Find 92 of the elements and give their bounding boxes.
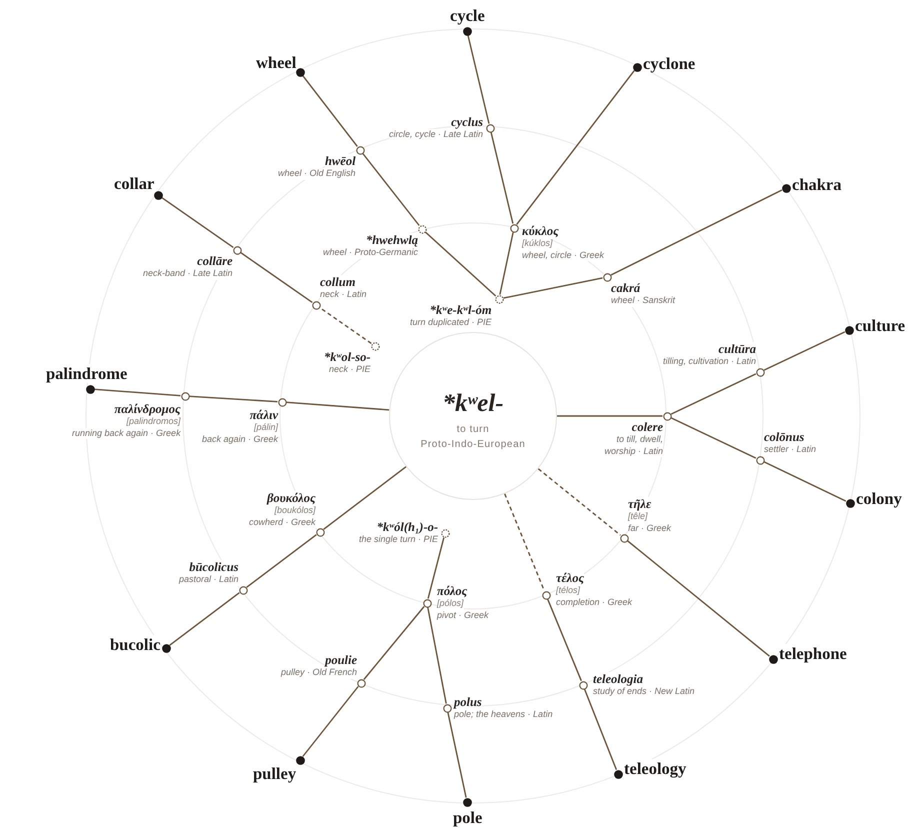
modern-word: telephone (779, 644, 847, 663)
modern-word: palindrome (46, 364, 128, 383)
dashed-connector-line (504, 494, 545, 592)
meaning-text: to turn (456, 422, 490, 436)
headword: *kʷól(h₁)-o- (376, 520, 438, 534)
connector-line (503, 277, 603, 299)
gloss-text: circle, cycle · Late Latin (389, 129, 484, 140)
headword: *kʷe-kʷl-óm (430, 303, 492, 317)
connector-line (362, 153, 420, 226)
modern-word: teleology (624, 759, 686, 778)
headword: παλίνδρομος (114, 402, 181, 416)
gloss-text: far · Greek (628, 522, 672, 534)
root-headword: *kʷel- (442, 388, 504, 418)
connector-line (670, 417, 756, 459)
transliteration: [kúklos] (522, 238, 553, 250)
gloss-text: pulley · Old French (281, 667, 358, 678)
headword: *hwehwlą (366, 233, 418, 247)
headword: colere (632, 420, 663, 434)
headword: βουκόλος (266, 491, 316, 505)
gloss-text: completion · Greek (556, 596, 632, 608)
connector-line (557, 415, 662, 417)
connector-line (547, 598, 582, 682)
transliteration: [pólos] (437, 598, 464, 610)
connector-line (363, 606, 425, 680)
gloss-text: neck · Latin (320, 289, 367, 300)
headword: poulie (325, 653, 358, 667)
connector-line (610, 189, 782, 276)
connector-line (670, 373, 756, 415)
transliteration: [palindromos] (126, 416, 181, 428)
headword: τῆλε (628, 497, 652, 511)
gloss-text: wheel · Old English (278, 168, 356, 180)
dashed-connector-line (538, 468, 621, 536)
connector-line (246, 534, 317, 588)
gloss-text: study of ends · New Latin (593, 686, 695, 698)
gloss-text: pastoral · Latin (179, 574, 239, 586)
gloss-text: settler · Latin (764, 444, 816, 456)
gloss-text: cowherd · Greek (249, 516, 316, 528)
connector-line (189, 396, 278, 402)
gloss-text: neck · PIE (329, 364, 371, 376)
language-text: Proto-Indo-European (420, 438, 526, 452)
root-circle (389, 332, 557, 500)
headword: būcolicus (189, 560, 239, 574)
connector-line (467, 35, 490, 124)
connector-line (240, 252, 313, 303)
gloss-text: wheel, circle · Greek (522, 250, 604, 261)
connector-line (302, 75, 358, 147)
connector-line (302, 686, 359, 757)
headword: *kʷol-so- (324, 350, 371, 364)
connector-line (516, 70, 635, 225)
dashed-connector-line (319, 307, 372, 344)
gloss-text: wheel · Proto-Germanic (323, 247, 418, 258)
headword: κύκλος (522, 224, 559, 238)
gloss-text: back again · Greek (202, 434, 278, 445)
connector-line (764, 331, 846, 371)
connector-line (94, 388, 181, 396)
connector-line (169, 592, 240, 646)
headword: cyclus (451, 115, 484, 129)
connector-line (627, 540, 770, 657)
connector-line (424, 231, 496, 297)
connector-line (323, 466, 407, 530)
connector-line (490, 132, 514, 224)
headword: hwēol (324, 154, 356, 168)
headword: colōnus (764, 430, 804, 444)
transliteration: [têle] (628, 511, 648, 522)
headword: πάλιν (250, 408, 278, 422)
gloss-text: running back again · Greek (72, 428, 181, 439)
headword: cultūra (718, 342, 756, 356)
connector-line (499, 232, 514, 295)
gloss-text: tilling, cultivation · Latin (663, 356, 756, 368)
transliteration: [pálin] (254, 422, 278, 434)
connector-line (447, 712, 467, 798)
headword: collum (320, 275, 356, 289)
connector-line (161, 197, 234, 248)
connector-line (286, 402, 390, 411)
gloss-text: neck-band · Late Latin (143, 268, 233, 280)
connector-line (764, 461, 846, 502)
headword: cakrá (611, 281, 640, 295)
headword: τέλος (556, 571, 584, 585)
headword: collāre (197, 254, 233, 268)
connector-line (427, 607, 447, 704)
transliteration: [boukólos] (274, 505, 316, 516)
headword: πόλος (437, 584, 468, 598)
gloss-text: pivot · Greek (437, 610, 489, 621)
gloss-text: the single turn · PIE (359, 534, 438, 546)
connector-line (584, 688, 618, 770)
transliteration: [télos] (556, 585, 580, 596)
headword: polus (454, 695, 482, 709)
gloss-text: wheel · Sanskrit (611, 295, 676, 306)
headword: teleologia (593, 672, 643, 686)
gloss-text: pole; the heavens · Latin (454, 709, 553, 720)
gloss-text: turn duplicated · PIE (410, 317, 492, 328)
connector-line (427, 537, 445, 599)
